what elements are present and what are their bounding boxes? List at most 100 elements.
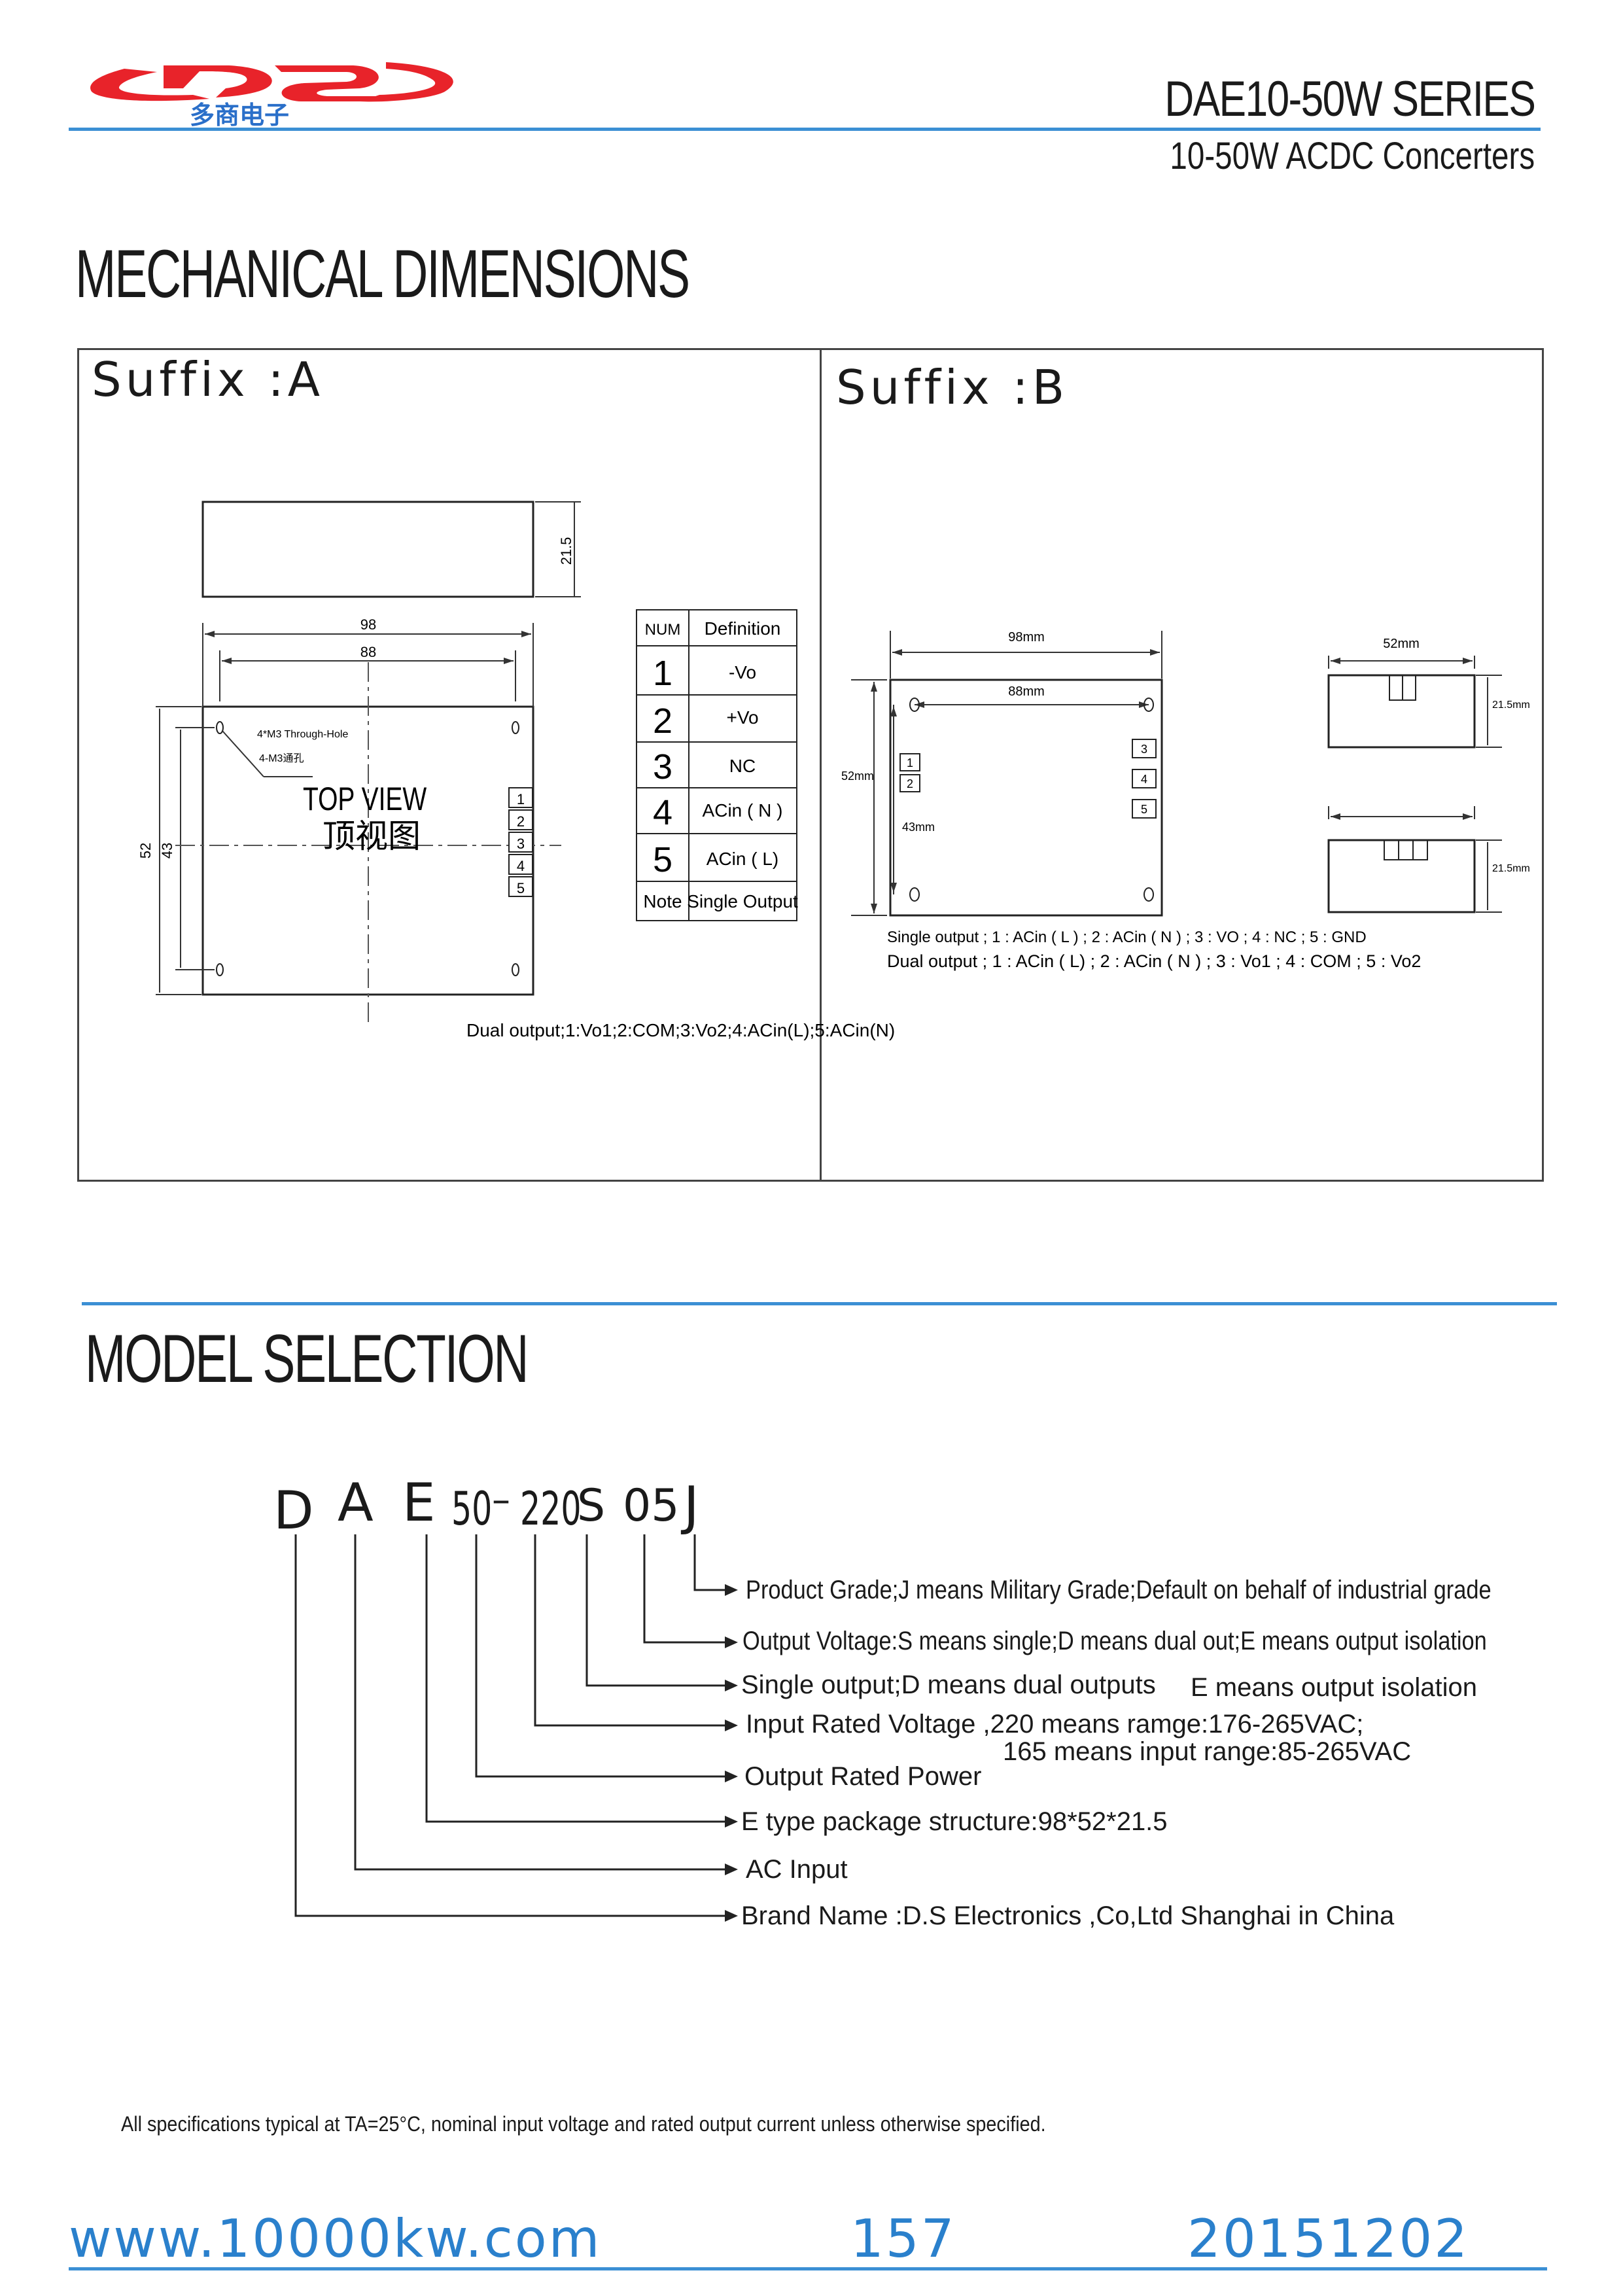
code-char: D <box>273 1480 314 1541</box>
mount-hole <box>216 721 224 734</box>
pin-label: 5 <box>1141 803 1147 816</box>
frame-divider <box>820 348 822 1182</box>
table-num: 4 <box>653 793 672 832</box>
table-header-num: NUM <box>645 621 681 639</box>
side-height-label-1: 21.5mm <box>1492 699 1530 711</box>
table-header-definition: Definition <box>705 618 781 639</box>
code-char: J <box>684 1475 699 1536</box>
code-char: – <box>492 1479 510 1521</box>
pin-box <box>1132 739 1157 758</box>
mount-hole <box>909 887 920 902</box>
dim-52mm-label: 52mm <box>841 769 874 783</box>
dim-98mm-label: 98mm <box>1008 630 1045 645</box>
header-rule <box>69 128 1541 131</box>
dim-43mm-label: 43mm <box>902 821 935 834</box>
mount-hole <box>216 963 224 976</box>
table-num: 1 <box>653 654 672 693</box>
desc-output-power: Output Rated Power <box>744 1762 982 1791</box>
side-view-box <box>201 501 534 598</box>
series-subtitle: 10-50W ACDC Concerters <box>1170 135 1535 177</box>
dim-98-label: 98 <box>360 616 376 633</box>
pin-box <box>899 774 920 792</box>
code-char: E <box>402 1472 436 1533</box>
side-width-label: 52mm <box>1383 637 1420 651</box>
pin-table-a: NUM Definition 1 -Vo 2 +Vo 3 NC 4 ACin (… <box>636 609 798 921</box>
table-definition: -Vo <box>729 662 756 682</box>
mount-hole <box>512 721 519 734</box>
hole-note-en: 4*M3 Through-Hole <box>257 729 348 740</box>
code-char: S <box>577 1480 606 1532</box>
hole-note-cn: 4-M3通孔 <box>259 752 304 764</box>
suffix-b-dual-note: Dual output ; 1 : ACin ( L) ; 2 : ACin (… <box>887 951 1421 971</box>
suffix-b-drawing: 98mm 88mm 52mm 43mm 1 2 3 4 5 52mm 21.5m… <box>841 630 1530 971</box>
pin-label: 2 <box>907 777 913 790</box>
spec-footnote: All specifications typical at TA=25°C, n… <box>121 2112 1046 2136</box>
pin-label: 1 <box>907 756 913 769</box>
table-definition: NC <box>729 756 756 776</box>
section-title-mechanical: MECHANICAL DIMENSIONS <box>75 236 690 312</box>
pin-strip-a: 1 2 3 4 5 <box>508 787 533 897</box>
desc-input-range: 165 means input range:85-265VAC <box>1003 1737 1412 1766</box>
suffix-a-label: Suffix :A <box>92 352 324 407</box>
side-height-label-2: 21.5mm <box>1492 863 1530 874</box>
pin-label: 4 <box>517 858 525 874</box>
dim-43-label: 43 <box>159 843 175 858</box>
top-view-cn-label: 顶视图 <box>323 818 421 855</box>
desc-brand-name: Brand Name :D.S Electronics ,Co,Ltd Shan… <box>741 1901 1395 1930</box>
pin-box <box>899 753 920 771</box>
desc-product-grade: Product Grade;J means Military Grade;Def… <box>746 1576 1492 1604</box>
table-definition: +Vo <box>726 707 758 728</box>
mount-hole <box>909 698 920 712</box>
top-view-label: TOP VIEW <box>303 780 427 817</box>
footer-website: www.10000kw.com <box>69 2208 602 2269</box>
model-rule <box>82 1302 1557 1305</box>
footer-page-number: 157 <box>850 2208 956 2269</box>
pin-label: 2 <box>517 813 525 830</box>
pin-label: 3 <box>517 836 525 852</box>
mount-hole <box>1143 698 1154 712</box>
suffix-a-drawing: 21.5 98 88 52 43 4*M3 Through-Hole 4-M3通… <box>137 501 895 1040</box>
top-view-box-b <box>889 679 1163 917</box>
desc-package: E type package structure:98*52*21.5 <box>741 1807 1168 1836</box>
pin-label: 4 <box>1141 773 1147 786</box>
suffix-a-dual-note: Dual output;1:Vo1;2:COM;3:Vo2;4:ACin(L);… <box>466 1020 895 1040</box>
mount-hole <box>512 963 519 976</box>
table-num: 2 <box>653 701 672 741</box>
dim-height-label: 21.5 <box>558 537 574 565</box>
series-title: DAE10-50W SERIES <box>1164 71 1536 127</box>
logo: 多商电子 <box>79 56 497 130</box>
dim-88mm-label: 88mm <box>1008 684 1045 699</box>
suffix-b-label: Suffix :B <box>836 360 1069 415</box>
dimensions-frame <box>77 348 1544 1182</box>
table-note: Note <box>643 891 682 911</box>
table-definition: ACin ( L) <box>707 849 778 869</box>
pin-box <box>1132 769 1157 788</box>
code-char: 05 <box>623 1480 680 1532</box>
pin-box <box>1132 799 1157 819</box>
footer-date: 20151202 <box>1187 2208 1470 2269</box>
desc-output-isolation: E means output isolation <box>1191 1673 1478 1702</box>
table-num: 3 <box>653 747 672 786</box>
pin-label: 5 <box>517 880 525 896</box>
section-title-model: MODEL SELECTION <box>85 1321 529 1397</box>
table-note-value: Single Output <box>687 891 798 911</box>
pin-label: 3 <box>1141 743 1147 756</box>
logo-mark: 多商电子 <box>90 62 453 130</box>
suffix-b-single-note: Single output ; 1 : ACin ( L ) ; 2 : ACi… <box>887 928 1367 946</box>
code-char: 220 <box>520 1482 582 1536</box>
desc-output-voltage: Output Voltage:S means single;D means du… <box>742 1627 1487 1655</box>
mount-hole <box>1143 887 1154 902</box>
logo-text: 多商电子 <box>190 102 289 130</box>
dim-88-label: 88 <box>360 644 376 660</box>
footer-rule <box>69 2267 1547 2270</box>
desc-input-voltage: Input Rated Voltage ,220 means ramge:176… <box>746 1710 1364 1739</box>
code-char: A <box>338 1472 374 1533</box>
desc-ac-input: AC Input <box>746 1855 848 1884</box>
code-char: 50 <box>451 1482 493 1536</box>
table-definition: ACin ( N ) <box>703 800 783 821</box>
desc-single-output: Single output;D means dual outputs <box>741 1670 1156 1699</box>
pin-label: 1 <box>517 791 525 807</box>
dim-52-label: 52 <box>137 843 154 858</box>
table-num: 5 <box>653 840 672 879</box>
